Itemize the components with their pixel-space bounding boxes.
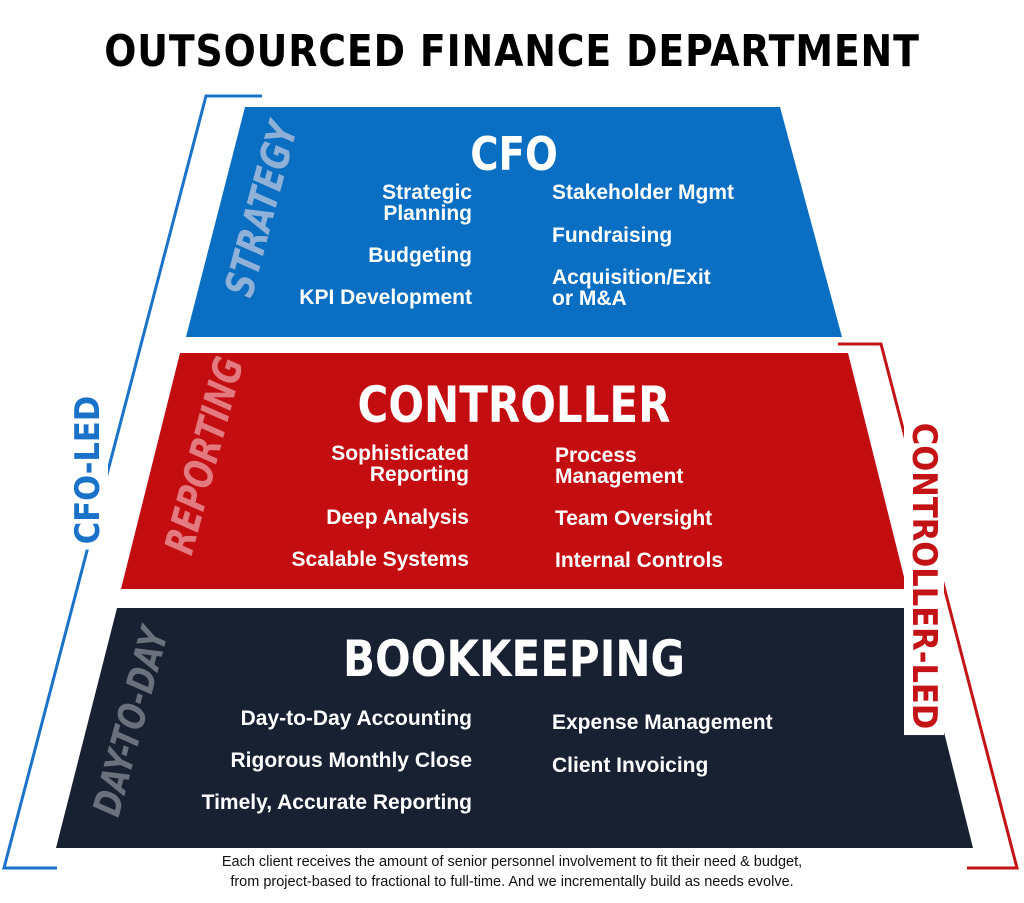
controller-tier-shape bbox=[121, 353, 907, 589]
list-item: Acquisition/Exit or M&A bbox=[552, 266, 711, 310]
controller-led-bracket bbox=[838, 342, 1019, 870]
list-item: Client Invoicing bbox=[552, 754, 709, 777]
bookkeeping-tier-title: BOOKKEEPING bbox=[343, 630, 685, 688]
list-item: Sophisticated Reporting bbox=[331, 442, 469, 486]
cfo-tier-title: CFO bbox=[470, 127, 558, 181]
list-item: Process Management bbox=[555, 444, 684, 488]
list-item: Internal Controls bbox=[555, 549, 724, 572]
bookkeeping-tier-shape bbox=[56, 608, 973, 848]
list-item: Budgeting bbox=[368, 244, 472, 267]
list-item: KPI Development bbox=[299, 286, 472, 309]
list-item: Stakeholder Mgmt bbox=[552, 181, 735, 204]
cfo-led-label: CFO-LED bbox=[68, 390, 108, 550]
list-item: Fundraising bbox=[552, 224, 673, 247]
controller-led-label: CONTROLLER-LED bbox=[904, 417, 944, 735]
footer-note: Each client receives the amount of senio… bbox=[221, 854, 803, 890]
cfo-tier-shape bbox=[186, 107, 842, 337]
list-item: Timely, Accurate Reporting bbox=[201, 791, 472, 814]
list-item: Scalable Systems bbox=[291, 548, 469, 571]
list-item: Team Oversight bbox=[555, 507, 713, 530]
controller-tier-title: CONTROLLER bbox=[357, 376, 671, 434]
list-item: Rigorous Monthly Close bbox=[230, 749, 473, 772]
list-item: Deep Analysis bbox=[326, 506, 469, 529]
list-item: Day-to-Day Accounting bbox=[240, 707, 472, 730]
page-title: OUTSOURCED FINANCE DEPARTMENT bbox=[104, 26, 920, 77]
list-item: Expense Management bbox=[552, 711, 773, 734]
list-item: Strategic Planning bbox=[382, 181, 472, 225]
